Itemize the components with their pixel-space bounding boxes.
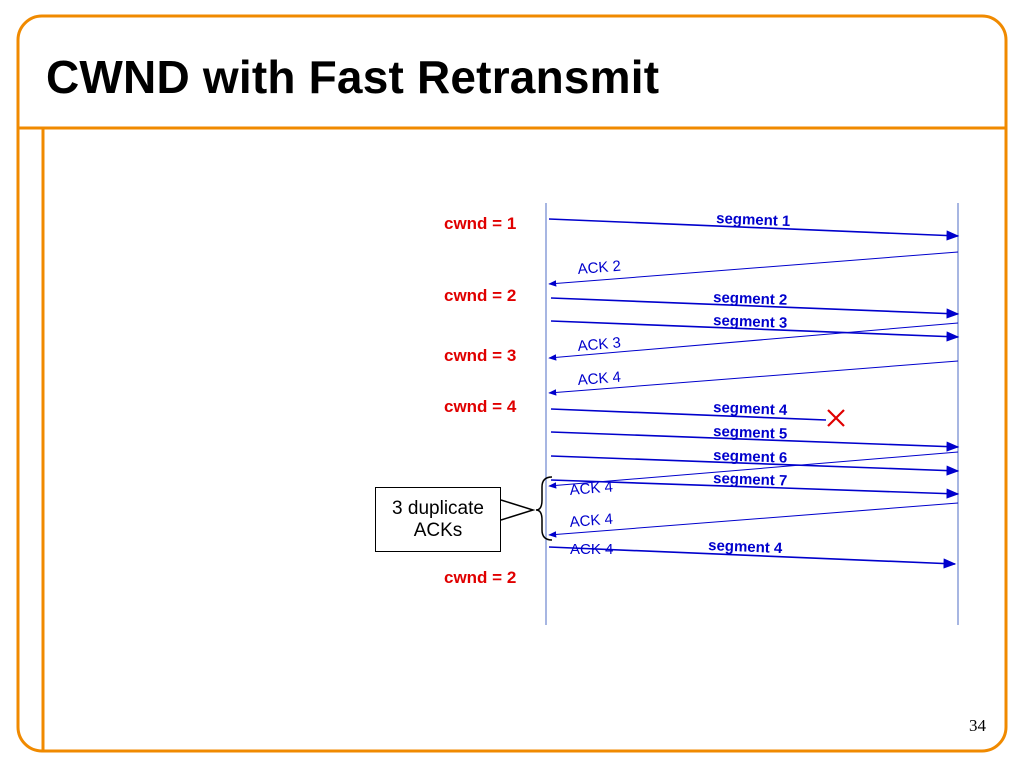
duplicate-acks-brace <box>535 476 553 541</box>
segment-label-1: segment 1 <box>716 210 791 230</box>
ack-arrow-5 <box>548 322 959 361</box>
ack-label-6: ACK 4 <box>577 369 622 389</box>
callout-pointer <box>500 499 536 521</box>
ack-label-12: ACK 4 <box>569 511 614 531</box>
packet-loss-icon <box>827 409 845 427</box>
duplicate-acks-line1: 3 duplicate <box>392 497 484 519</box>
cwnd-label-5: cwnd = 2 <box>444 568 517 587</box>
ack-arrow-12 <box>548 502 959 538</box>
messages-layer: segment 1 ACK 2 segment 2 segment 3 ACK 3 ACK… <box>548 210 960 569</box>
cwnd-label-1: cwnd = 1 <box>444 214 517 233</box>
ack-arrow-10 <box>548 451 959 489</box>
page-number: 34 <box>969 716 986 735</box>
segment-label-7: segment 4 <box>713 399 788 419</box>
ack-label-10: ACK 4 <box>569 478 614 499</box>
cwnd-label-3: cwnd = 3 <box>444 346 517 365</box>
segment-label-4: segment 3 <box>713 312 788 332</box>
segment-arrow-8 <box>550 431 960 452</box>
ack-arrow-2 <box>548 251 959 287</box>
segment-arrow-1 <box>548 218 960 241</box>
segment-label-8: segment 5 <box>713 423 788 443</box>
segment-label-9: segment 6 <box>713 447 788 467</box>
segment-arrow-7 <box>550 408 827 421</box>
duplicate-acks-callout: 3 duplicate ACKs <box>375 487 501 552</box>
segment-arrow-11 <box>550 479 960 499</box>
duplicate-acks-line2: ACKs <box>413 519 463 541</box>
segment-arrow-4 <box>550 320 960 342</box>
cwnd-label-2: cwnd = 2 <box>444 286 517 305</box>
segment-arrow-9 <box>550 455 960 476</box>
slide-title: CWND with Fast Retransmit <box>46 51 660 103</box>
cwnd-label-4: cwnd = 4 <box>444 397 517 416</box>
segment-arrow-3 <box>550 297 960 319</box>
segment-arrow-14 <box>548 546 957 569</box>
segment-label-3: segment 2 <box>713 289 788 309</box>
segment-label-14: segment 4 <box>708 537 783 557</box>
slide-border <box>16 14 1008 753</box>
segment-label-11: segment 7 <box>713 470 788 490</box>
ack-arrow-6 <box>548 360 959 396</box>
ack-label-5: ACK 3 <box>577 334 622 355</box>
ack-label-2: ACK 2 <box>577 258 622 278</box>
